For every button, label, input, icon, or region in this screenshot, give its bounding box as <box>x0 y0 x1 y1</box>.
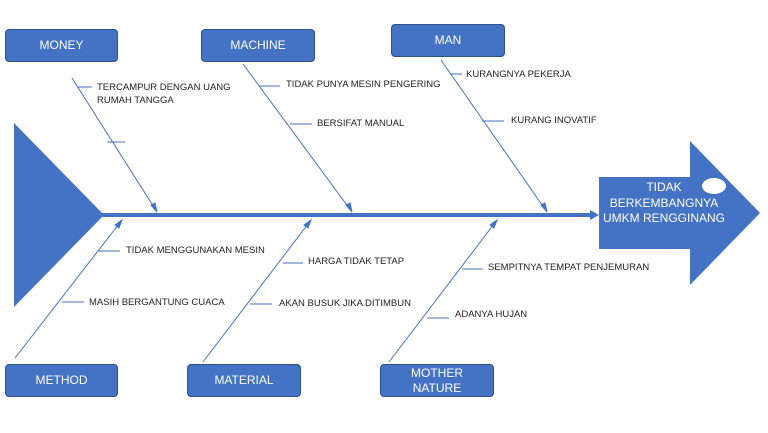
fish-head <box>599 141 760 285</box>
effect-label: TIDAK BERKEMBANGNYA UMKM RENGGINANG <box>603 180 726 226</box>
rib-method-arrow <box>114 218 124 229</box>
cause-money-1: TERCAMPUR DENGAN UANG RUMAH TANGGA <box>97 82 231 107</box>
cause-man-1: KURANGNYA PEKERJA <box>466 69 571 80</box>
rib-material-arrow <box>303 218 313 229</box>
category-money: MONEY <box>5 29 118 62</box>
category-mother-nature: MOTHER NATURE <box>380 364 494 397</box>
rib-mother-nature-arrow <box>489 218 499 229</box>
category-material: MATERIAL <box>187 364 301 397</box>
rib-man-arrow <box>540 202 548 213</box>
cause-man-2: KURANG INOVATIF <box>511 115 597 126</box>
rib-man <box>440 59 548 213</box>
cause-machine-1: TIDAK PUNYA MESIN PENGERING <box>286 79 441 90</box>
cause-mother-nature-1: SEMPITNYA TEMPAT PENJEMURAN <box>488 262 650 273</box>
rib-machine <box>242 63 353 213</box>
category-machine: MACHINE <box>201 29 315 62</box>
category-man: MAN <box>391 24 505 57</box>
cause-mother-nature-2: ADANYA HUJAN <box>455 309 528 320</box>
rib-money-arrow <box>150 202 158 213</box>
cause-method-2: MASIH BERGANTUNG CUACA <box>89 297 225 308</box>
rib-machine-arrow <box>345 202 353 213</box>
category-method: METHOD <box>5 364 118 397</box>
rib-method <box>14 219 123 359</box>
rib-money <box>71 77 158 213</box>
cause-method-1: TIDAK MENGGUNAKAN MESIN <box>126 245 265 256</box>
rib-mother-nature <box>388 219 498 363</box>
cause-machine-2: BERSIFAT MANUAL <box>317 118 405 129</box>
rib-material <box>202 219 312 363</box>
cause-material-1: HARGA TIDAK TETAP <box>308 256 405 267</box>
fish-eye <box>702 178 726 194</box>
cause-material-2: AKAN BUSUK JIKA DITIMBUN <box>279 298 411 309</box>
spine-arrowhead <box>590 210 599 220</box>
